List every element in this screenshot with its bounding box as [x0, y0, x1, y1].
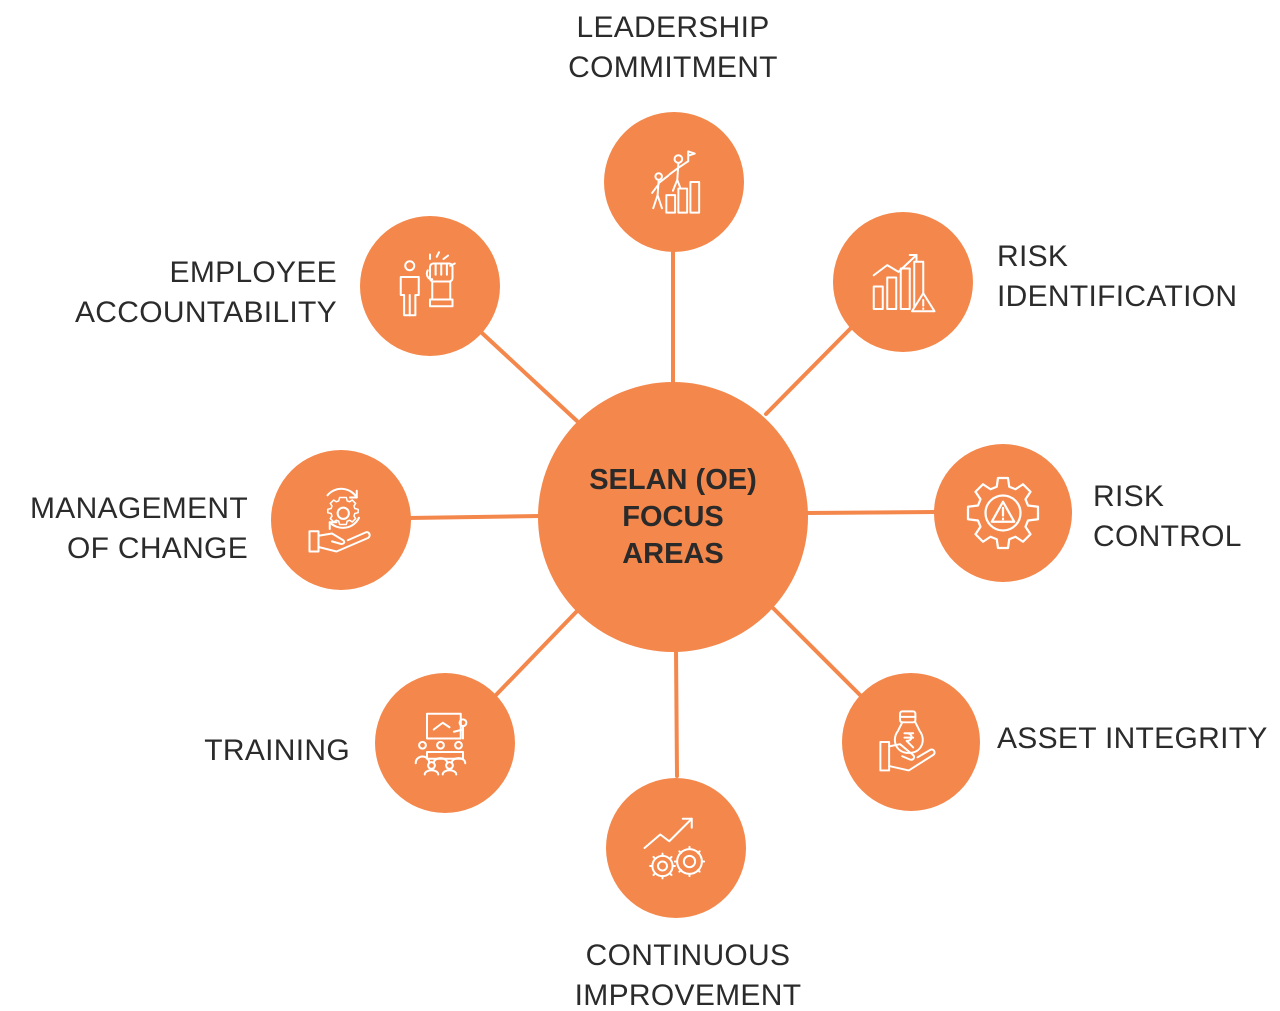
center-title-line-3: AREAS: [622, 537, 724, 570]
connector-employee-accountability: [480, 331, 579, 423]
label-line: ASSET INTEGRITY: [997, 722, 1268, 755]
label-line: TRAINING: [204, 734, 350, 767]
label-line: CONTROL: [1093, 520, 1242, 553]
label-risk-control: RISK CONTROL: [1093, 477, 1273, 557]
center-title-line-1: SELAN (OE): [589, 463, 757, 496]
label-line: CONTINUOUS: [585, 939, 791, 972]
node-leadership-commitment: [604, 112, 744, 252]
node-asset-integrity: [842, 673, 980, 811]
connector-continuous-improvement: [674, 646, 679, 778]
gears-trend-arrow-icon: [643, 817, 706, 880]
hand-money-bag-icon: [879, 710, 936, 772]
label-line: IMPROVEMENT: [574, 979, 802, 1011]
label-asset-integrity: ASSET INTEGRITY: [997, 719, 1277, 759]
label-line: LEADERSHIP: [576, 11, 770, 44]
connector-training: [494, 606, 582, 697]
presentation-board-icon: [414, 712, 468, 776]
label-line: OF CHANGE: [66, 532, 248, 565]
node-employee-accountability: [360, 216, 500, 356]
node-continuous-improvement: [606, 778, 746, 918]
node-risk-identification: [833, 212, 973, 352]
center-circle: SELAN (OE) FOCUS AREAS: [538, 382, 808, 652]
label-training: TRAINING: [150, 731, 350, 771]
bar-chart-warning-icon: [872, 253, 936, 313]
hand-gear-icon: [308, 487, 371, 553]
label-risk-identification: RISK IDENTIFICATION: [997, 237, 1267, 317]
team-climbing-growth-icon: [651, 150, 701, 214]
connector-management-of-change: [406, 514, 542, 520]
connector-asset-integrity: [769, 604, 864, 699]
label-leadership-commitment: LEADERSHIP COMMITMENT: [508, 8, 838, 88]
node-management-of-change: [271, 450, 411, 590]
node-risk-control: [934, 444, 1072, 582]
connector-risk-control: [804, 510, 937, 515]
label-line: EMPLOYEE: [169, 256, 337, 289]
label-line: MANAGEMENT: [29, 492, 248, 525]
person-raised-fist-icon: [399, 251, 456, 317]
label-management-of-change: MANAGEMENT OF CHANGE: [0, 489, 248, 569]
node-training: [375, 673, 515, 813]
label-continuous-improvement: CONTINUOUS IMPROVEMENT: [523, 936, 853, 1011]
label-line: IDENTIFICATION: [997, 280, 1238, 313]
label-employee-accountability: EMPLOYEE ACCOUNTABILITY: [20, 253, 337, 333]
connector-risk-identification: [764, 324, 855, 416]
label-line: ACCOUNTABILITY: [74, 296, 337, 329]
center-title-line-2: FOCUS: [622, 500, 724, 533]
label-line: COMMITMENT: [568, 51, 778, 84]
label-line: RISK: [1093, 480, 1165, 513]
label-line: RISK: [997, 240, 1069, 273]
gear-warning-icon: [966, 476, 1040, 550]
